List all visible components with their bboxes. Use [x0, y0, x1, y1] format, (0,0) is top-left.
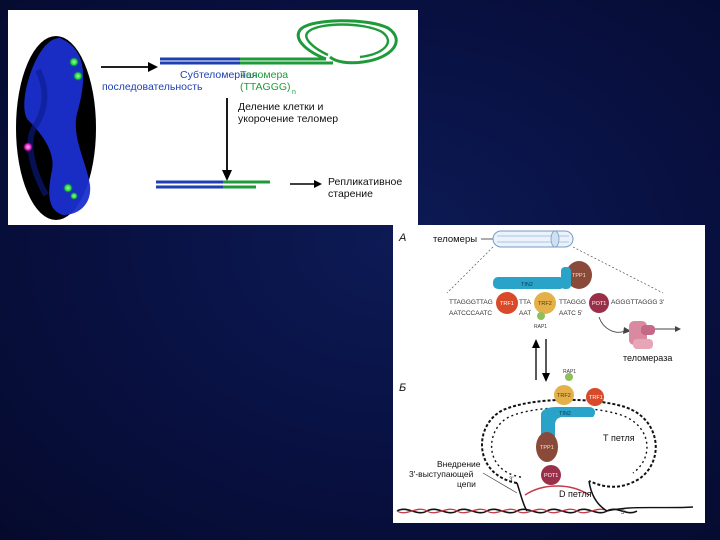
- subtelomeric-label-line2: последовательность: [102, 81, 203, 93]
- arrow-to-senescence: [290, 180, 322, 188]
- telomere-shortening-figure: Субтеломерная последовательность Теломер…: [8, 10, 418, 225]
- t-loop-label: Т петля: [603, 433, 635, 443]
- senescence-label-line2: старение: [328, 188, 373, 200]
- t-loop-proteins: RAP1 TRF2 TRF1 TIN2 TPP1 POT1: [536, 369, 604, 485]
- division-label-line2: укорочение теломер: [238, 113, 338, 125]
- arrow-to-dna: [101, 62, 158, 72]
- d-loop-label: D петля: [559, 489, 592, 499]
- pot1-label-b: POT1: [544, 473, 558, 479]
- rap1-label-b: RAP1: [563, 369, 576, 375]
- end-3-label: 3': [509, 477, 513, 483]
- telomere-subscript: n: [292, 89, 296, 96]
- senescence-label-line1: Репликативное: [328, 176, 402, 188]
- trf2-label: TRF2: [538, 301, 552, 307]
- equilibrium-arrows: [532, 339, 550, 382]
- tpp1-label-b: TPP1: [540, 445, 554, 451]
- long-telomere-dna: [160, 21, 396, 63]
- trf1-label-b: TRF1: [589, 395, 603, 401]
- invasion-label-line2: 3'-выступающей: [409, 469, 474, 479]
- tin2-label: TIN2: [521, 282, 533, 288]
- panel-b-letter: Б: [399, 382, 406, 394]
- seq-bottom: AATCCCAATC: [449, 310, 492, 317]
- trf1-label: TRF1: [500, 301, 514, 307]
- arrow-down: [222, 98, 232, 181]
- telomeres-label: теломеры: [433, 234, 477, 245]
- invasion-label-line3: цепи: [457, 479, 476, 489]
- telomere-label-line2: (TTAGGG): [240, 81, 291, 93]
- tpp1-label: TPP1: [572, 273, 586, 279]
- seq-top: TTAGGGTTAG: [449, 299, 493, 306]
- tin2-label-b: TIN2: [559, 411, 571, 417]
- invasion-label-line1: Внедрение: [437, 459, 481, 469]
- telomerase: теломераза: [599, 317, 681, 363]
- seq-top-mid: TTA: [519, 299, 531, 306]
- pot1-label: POT1: [592, 301, 606, 307]
- panel-a-letter: А: [398, 232, 406, 244]
- seq-bottom-mid: AAT: [519, 310, 531, 317]
- telomere-label-line1: Теломера: [240, 69, 288, 81]
- chromosome-cylinder: [493, 231, 573, 247]
- shelterin-tloop-figure: А теломеры TIN2 TPP1 TRF1 TRF2 POT1: [393, 225, 705, 523]
- short-telomere-dna: [156, 182, 270, 187]
- end-5-label: 5': [621, 510, 625, 516]
- seq-bottom-right: AATC 5': [559, 310, 583, 317]
- telomerase-label: теломераза: [623, 353, 672, 363]
- telomeric-sequence: TTAGGGTTAG TTA TTAGGG AGGGTTAGGG 3' AATC…: [449, 299, 664, 317]
- trf2-label-b: TRF2: [557, 393, 571, 399]
- shelterin-complex: TIN2 TPP1 TRF1 TRF2 POT1 RAP1: [493, 261, 609, 330]
- chromosome-micrograph: [16, 36, 96, 220]
- rap1-label: RAP1: [534, 324, 547, 330]
- division-label-line1: Деление клетки и: [238, 101, 324, 113]
- seq-top-end: AGGGTTAGGG 3': [611, 299, 664, 306]
- seq-top-right: TTAGGG: [559, 299, 586, 306]
